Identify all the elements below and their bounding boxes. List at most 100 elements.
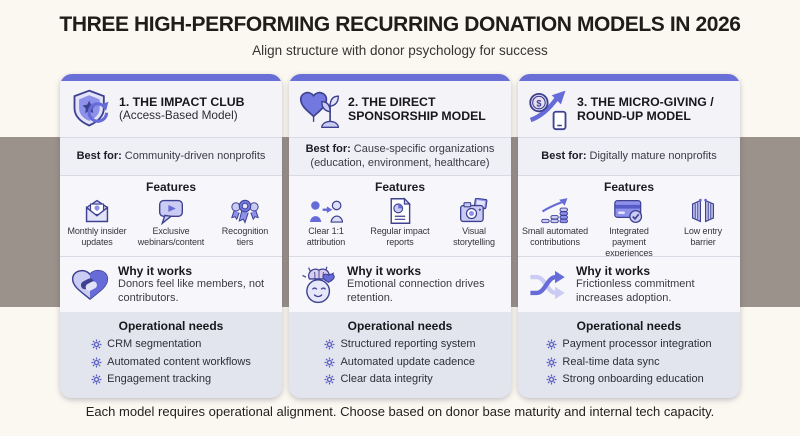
- heart-plant-icon: [297, 87, 343, 131]
- operational-item: Clear data integrity: [324, 371, 475, 389]
- operational-item-text: Engagement tracking: [107, 373, 212, 386]
- card-header: 2. THE DIRECT SPONSORSHIP MODEL: [289, 81, 511, 137]
- crossing-arrows-icon: [524, 268, 572, 302]
- operational-item: Strong onboarding education: [546, 371, 711, 389]
- gear-icon: [324, 339, 335, 350]
- card-accent-bar: [518, 74, 740, 81]
- why-title: Why it works: [576, 264, 651, 279]
- operational-item: Payment processor integration: [546, 336, 712, 354]
- best-for-text: Cause-specific organizations (education,…: [310, 142, 495, 169]
- gear-icon: [546, 339, 557, 350]
- operational-item: Engagement tracking: [91, 371, 251, 389]
- page-title: THREE HIGH-PERFORMING RECURRING DONATION…: [59, 13, 741, 36]
- operational-title: Operational needs: [576, 319, 682, 333]
- recognition-medals-icon: [209, 196, 281, 226]
- operational-title: Operational needs: [347, 319, 453, 333]
- shield-star-refresh-icon: [68, 87, 114, 131]
- best-for-row: Best for:Cause-specific organizations (e…: [289, 137, 511, 175]
- features-title: Features: [374, 180, 426, 194]
- why-text: Emotional connection drives retention.: [347, 278, 485, 304]
- operational-item-text: Real-time data sync: [562, 355, 660, 368]
- why-it-works-section: Why it works Frictionless commitment inc…: [518, 256, 740, 312]
- best-for-text: Digitally mature nonprofits: [589, 149, 717, 162]
- card-title: 3. THE MICRO-GIVING / ROUND-UP MODEL: [577, 94, 714, 124]
- handshake-heart-icon: [66, 266, 114, 303]
- gear-icon: [546, 357, 557, 368]
- operational-needs-section: Operational needs CRM segmentation Autom…: [60, 312, 282, 398]
- card-title: 1. THE IMPACT CLUB: [119, 94, 245, 109]
- why-text: Frictionless commitment increases adopti…: [576, 278, 695, 304]
- gear-icon: [324, 357, 335, 368]
- gear-icon: [91, 339, 102, 350]
- card-impact-club: 1. THE IMPACT CLUB (Access-Based Model) …: [60, 74, 282, 398]
- feature-label: attribution: [306, 236, 346, 247]
- svg-text:$: $: [536, 98, 541, 108]
- operational-item-text: Structured reporting system: [340, 338, 476, 350]
- operational-title: Operational needs: [118, 319, 224, 333]
- operational-item: Automated content workflows: [91, 354, 251, 372]
- best-for-label: Best for:: [76, 149, 122, 162]
- footer-note: Each model requires operational alignmen…: [85, 404, 715, 419]
- feature-label: contributions: [530, 236, 580, 247]
- card-subtitle: (Access-Based Model): [119, 108, 238, 123]
- feature-label: webinars/content: [137, 236, 205, 247]
- card-micro-giving: $ 3. THE MICRO-GIVING / ROUND-UP MODEL B…: [518, 74, 740, 398]
- features-title: Features: [603, 180, 655, 194]
- why-it-works-section: Why it works Donors feel like members, n…: [60, 256, 282, 312]
- gear-icon: [324, 375, 335, 385]
- gear-icon: [546, 375, 557, 385]
- entry-gate-icon: [667, 196, 739, 226]
- operational-item-text: Automated update cadence: [340, 355, 475, 368]
- card-accent-bar: [60, 74, 282, 81]
- card-header: 1. THE IMPACT CLUB (Access-Based Model): [60, 81, 282, 137]
- feature-label: updates: [81, 236, 113, 247]
- feature-label: Regular impact: [370, 226, 430, 236]
- operational-item: Structured reporting system: [324, 336, 476, 354]
- card-title: 2. THE DIRECT SPONSORSHIP MODEL: [348, 94, 486, 124]
- feature-label: reports: [386, 236, 414, 247]
- operational-item-text: Payment processor integration: [562, 338, 712, 350]
- operational-needs-section: Operational needs Payment processor inte…: [518, 312, 740, 398]
- page-header: THREE HIGH-PERFORMING RECURRING DONATION…: [0, 13, 800, 58]
- features-title: Features: [145, 180, 197, 194]
- feature-label: Recognition: [221, 226, 269, 236]
- best-for-text: Community-driven nonprofits: [124, 149, 266, 162]
- card-accent-bar: [289, 74, 511, 81]
- gear-icon: [91, 357, 102, 368]
- model-cards-row: 1. THE IMPACT CLUB (Access-Based Model) …: [60, 74, 740, 398]
- why-text: Donors feel like members, not contributo…: [118, 278, 265, 304]
- operational-item-text: Clear data integrity: [340, 373, 433, 386]
- operational-item-text: Strong onboarding education: [562, 373, 704, 386]
- feature-label: Integrated payment: [609, 226, 649, 247]
- feature-label: Small automated: [521, 226, 589, 236]
- operational-item: Real-time data sync: [546, 354, 711, 372]
- feature-label: Visual: [462, 226, 486, 236]
- best-for-label: Best for:: [305, 142, 351, 155]
- insider-envelope-icon: [61, 196, 133, 226]
- operational-item-text: Automated content workflows: [107, 355, 251, 368]
- coins-growth-icon: [519, 196, 591, 226]
- best-for-row: Best for:Community-driven nonprofits: [60, 137, 282, 175]
- head-brain-heart-icon: [295, 265, 343, 305]
- card-direct-sponsorship: 2. THE DIRECT SPONSORSHIP MODEL Best for…: [289, 74, 511, 398]
- payment-card-check-icon: [593, 196, 665, 226]
- why-title: Why it works: [347, 264, 422, 279]
- feature-label: storytelling: [453, 236, 495, 247]
- best-for-row: Best for:Digitally mature nonprofits: [518, 137, 740, 175]
- webinar-play-bubble-icon: [135, 196, 207, 226]
- features-section: Features: [518, 175, 740, 258]
- gear-icon: [91, 375, 102, 385]
- operational-needs-section: Operational needs Structured reporting s…: [289, 312, 511, 398]
- operational-item: Automated update cadence: [324, 354, 475, 372]
- feature-label: barrier: [690, 236, 716, 247]
